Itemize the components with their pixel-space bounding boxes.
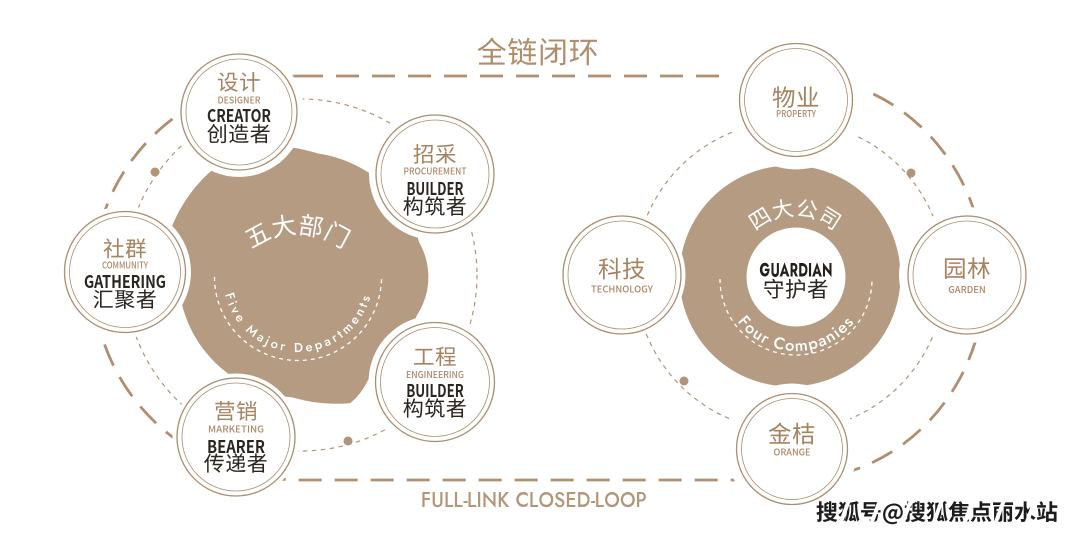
right-satellite-property: 物业 PROPERTY xyxy=(726,30,866,170)
technology-label-zh: 科技 xyxy=(598,251,646,285)
orange-label-en: ORANGE xyxy=(774,445,811,459)
left-satellite-marketing: 营销 MARKETING BEARER 传递者 xyxy=(172,373,300,501)
left-orbit-dot-upper xyxy=(150,167,160,177)
engineer-role-en: BUILDER xyxy=(406,377,464,402)
design-label-zh: 设计 xyxy=(217,66,261,97)
right-satellite-technology: 科技 TECHNOLOGY xyxy=(558,211,686,339)
marketing-label-zh: 营销 xyxy=(214,395,258,426)
page-title: 全链闭环 xyxy=(477,28,599,72)
right-hub: 四大公司 Four Companies GUARDIAN 守护者 xyxy=(679,165,901,387)
left-hub-dashed-arc xyxy=(213,276,383,362)
marketing-role-zh: 传递者 xyxy=(204,448,269,478)
technology-ring-outer xyxy=(562,215,682,335)
left-satellite-community: 社群 COMMUNITY GATHERING 汇聚者 xyxy=(59,206,191,338)
design-label-en: DESIGNER xyxy=(218,93,261,107)
design-role-en: CREATOR xyxy=(207,102,271,127)
left-satellite-engineer: 工程 ENGINEERING BUILDER 构筑者 xyxy=(368,315,502,449)
design-role-zh: 创造者 xyxy=(207,119,272,149)
procure-ring-outer xyxy=(375,114,495,234)
garden-label-zh: 园林 xyxy=(943,250,991,284)
right-orbit-dot-lower xyxy=(679,376,689,386)
design-ring-inner xyxy=(185,58,293,166)
procure-ring-inner xyxy=(380,119,490,229)
design-ring-outer xyxy=(180,53,298,171)
watermark-group: 搜狐号@搜狐焦点丽水站 xyxy=(816,491,1069,533)
garden-ring-inner xyxy=(912,220,1022,330)
right-orbit-dot-upper xyxy=(906,168,916,178)
procure-role-en: BUILDER xyxy=(407,175,464,200)
garden-label-en: GARDEN xyxy=(948,282,986,296)
marketing-role-en: BEARER xyxy=(207,433,265,458)
orange-ring-inner xyxy=(741,398,843,500)
left-satellite-procure: 招采 PROCUREMENT BUILDER 构筑者 xyxy=(369,108,501,240)
technology-ring-inner xyxy=(567,220,677,330)
marketing-label-en: MARKETING xyxy=(208,422,264,436)
right-hub-core-en: GUARDIAN xyxy=(760,257,833,284)
watermark-stamp-slashes xyxy=(836,491,1069,533)
right-hub-dashed-arc xyxy=(719,278,873,356)
marketing-ring-outer xyxy=(176,377,296,497)
outer-loop-dashed-path xyxy=(91,74,987,482)
property-ring-inner xyxy=(744,48,848,152)
property-ring-outer xyxy=(738,42,854,158)
procure-label-en: PROCUREMENT xyxy=(404,164,467,178)
orange-ring-outer xyxy=(735,392,849,506)
left-orbit-dot-lower xyxy=(343,436,353,446)
engineer-ring-inner xyxy=(380,327,490,437)
technology-label-en: TECHNOLOGY xyxy=(591,282,654,296)
engineer-label-en: ENGINEERING xyxy=(406,367,464,381)
right-hub-inner-circle xyxy=(746,227,846,327)
property-label-en: PROPERTY xyxy=(776,106,817,120)
community-role-en: GATHERING xyxy=(84,268,166,293)
garden-ring-outer xyxy=(907,215,1027,335)
community-label-en: COMMUNITY xyxy=(102,257,149,271)
procure-label-zh: 招采 xyxy=(413,138,457,169)
community-label-zh: 社群 xyxy=(103,233,147,264)
right-satellite-garden: 园林 GARDEN xyxy=(899,207,1035,343)
engineer-ring-outer xyxy=(374,321,496,443)
marketing-ring-inner xyxy=(181,382,291,492)
community-role-zh: 汇聚者 xyxy=(93,284,158,314)
engineer-label-zh: 工程 xyxy=(413,341,457,372)
orange-label-zh: 金桔 xyxy=(768,416,816,450)
community-ring-outer xyxy=(63,210,187,334)
caption: FULL-LINK CLOSED-LOOP xyxy=(421,485,647,515)
property-label-zh: 物业 xyxy=(772,79,820,113)
community-ring-inner xyxy=(69,216,181,328)
engineer-role-zh: 构筑者 xyxy=(403,393,468,423)
procure-role-zh: 构筑者 xyxy=(403,191,468,221)
right-satellite-orange: 金桔 ORANGE xyxy=(726,383,858,515)
left-satellite-design: 设计 DESIGNER CREATOR 创造者 xyxy=(174,47,304,177)
right-hub-core-zh: 守护者 xyxy=(763,273,829,304)
